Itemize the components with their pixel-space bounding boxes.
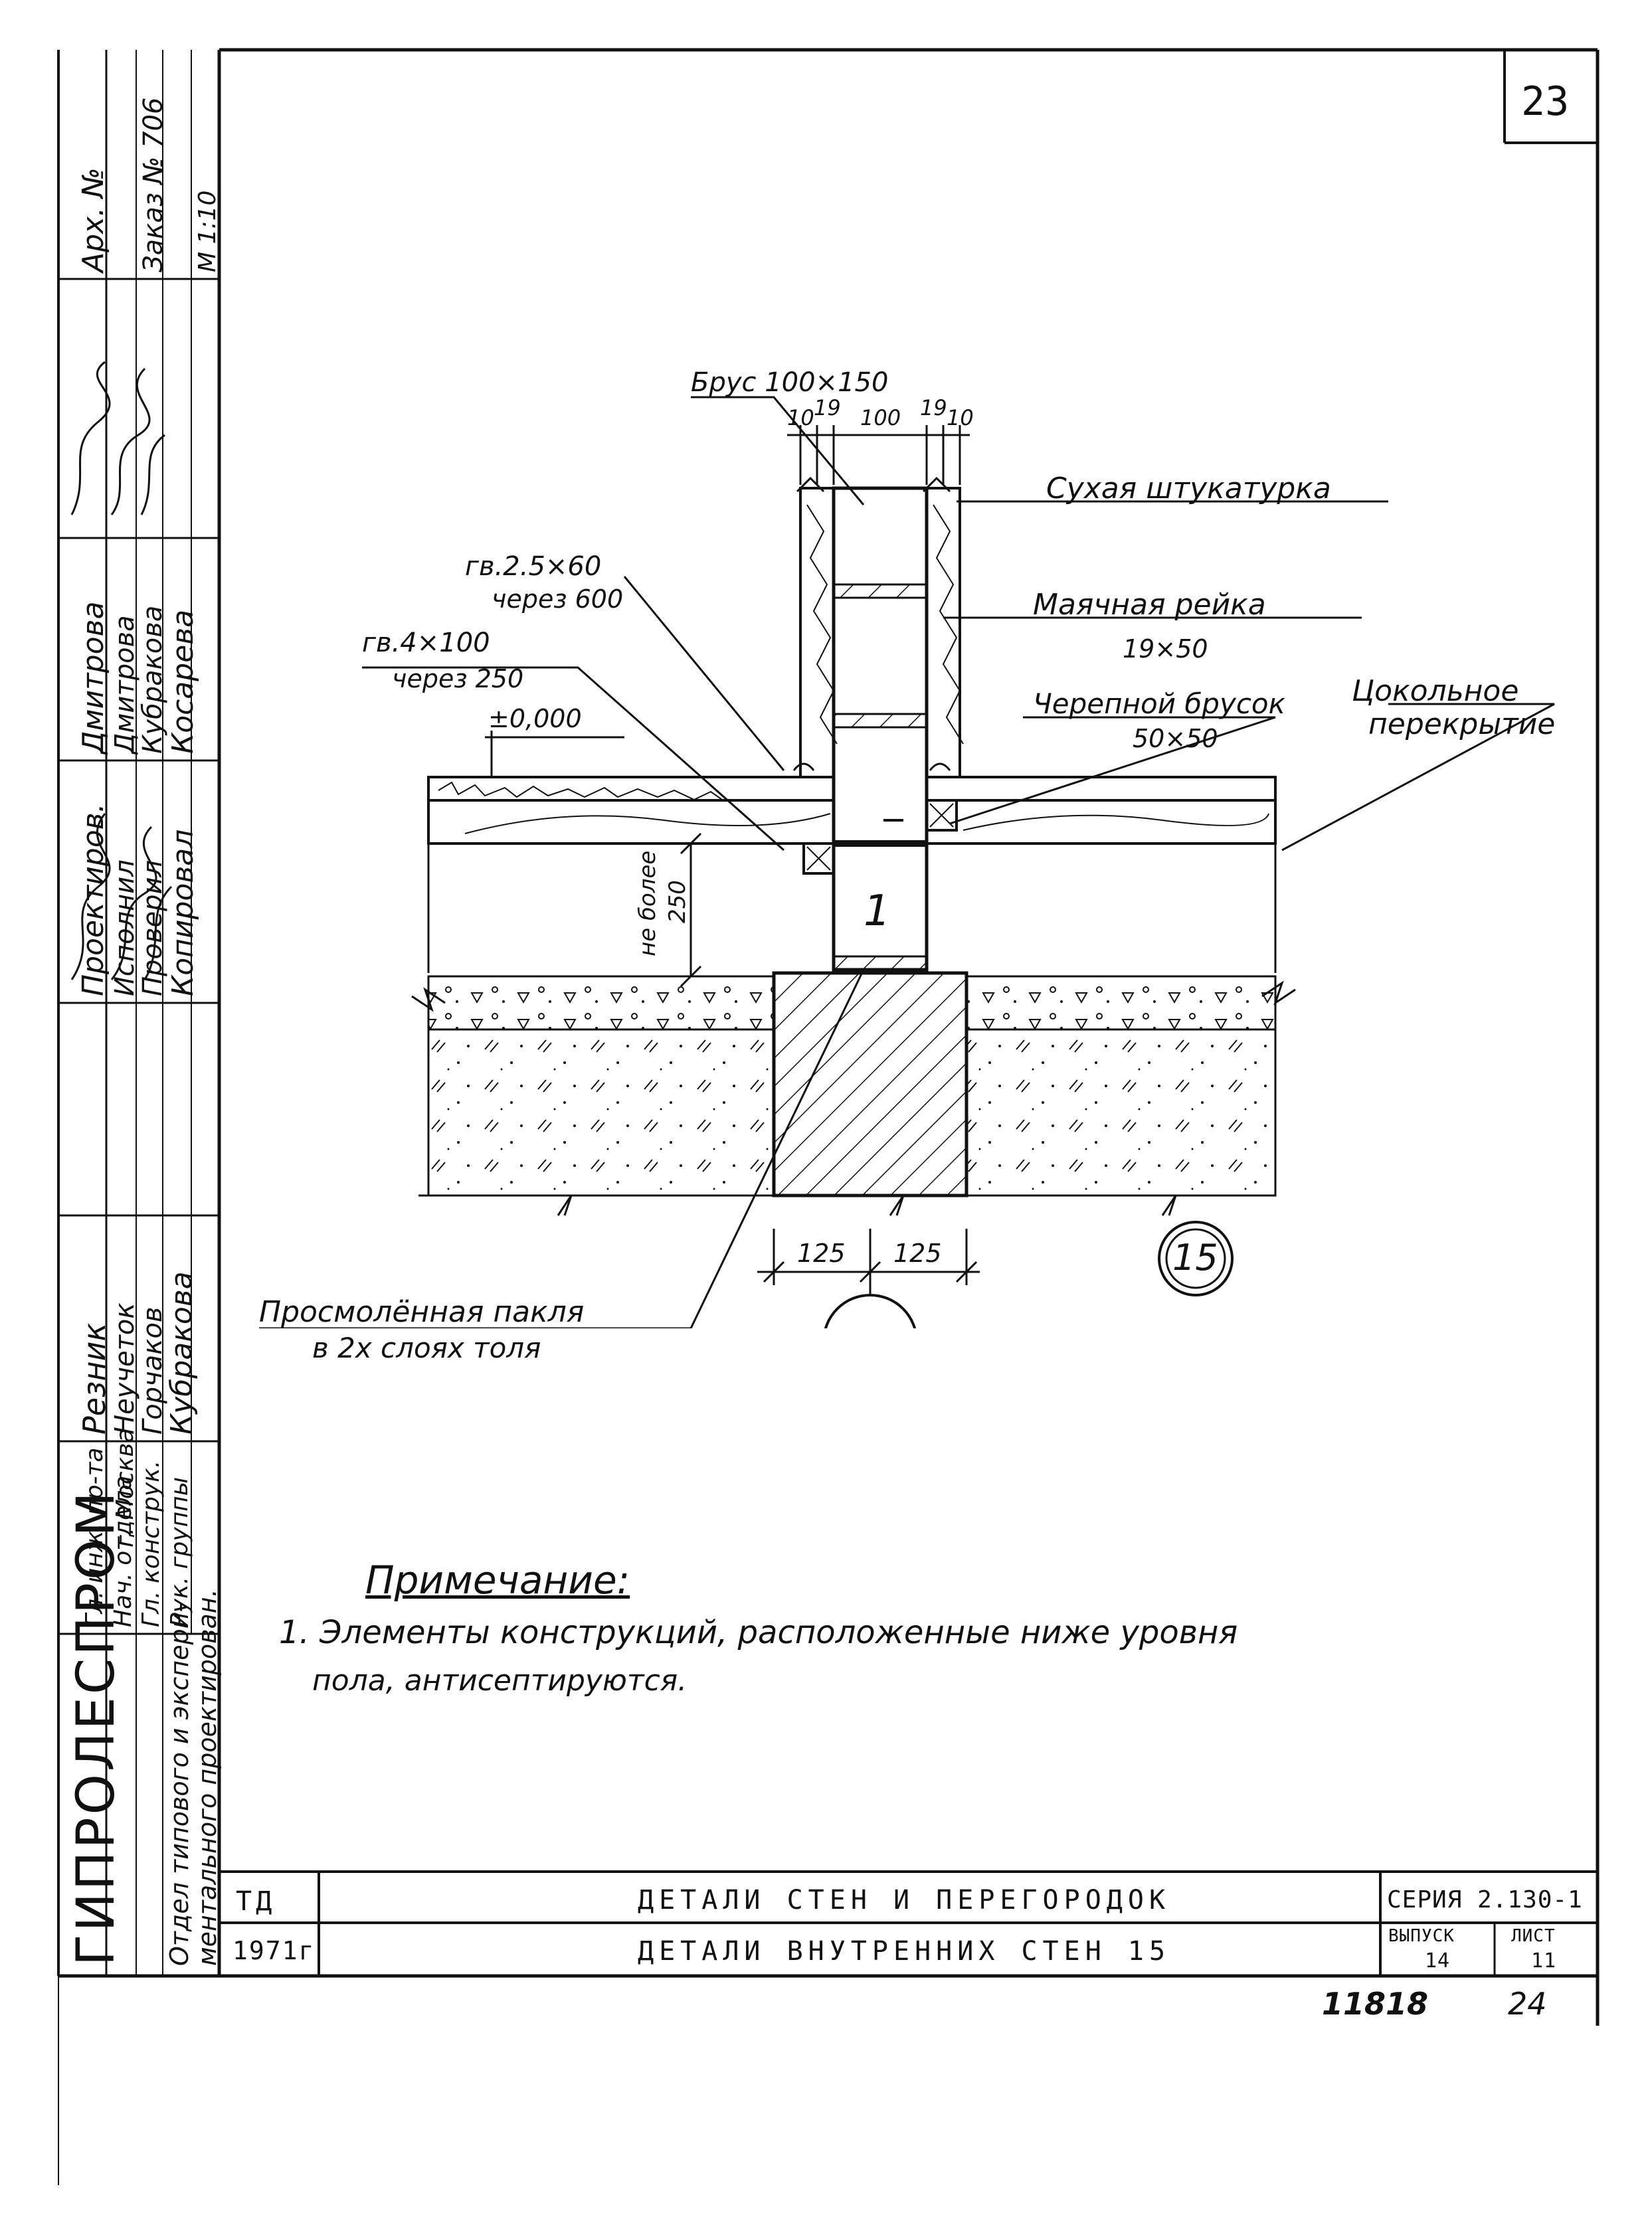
detail-number-circle — [1158, 1221, 1234, 1296]
plaster-right — [925, 487, 961, 778]
label-element-mark: 1 — [864, 887, 891, 936]
floor-board-right — [925, 776, 1277, 802]
label-nail1-step: через 600 — [492, 584, 624, 614]
label-dim-left: 125 — [797, 1239, 846, 1268]
gravel-layer-right — [965, 975, 1277, 1031]
gravel-layer-left — [427, 975, 775, 1031]
floor-joist-right — [925, 799, 1277, 845]
soil-layer-right — [965, 1028, 1277, 1197]
title-issue-label: ВЫПУСК — [1388, 1926, 1455, 1946]
label-plinth-floor-1: Цокольное — [1352, 674, 1519, 708]
floor-board-left — [427, 776, 835, 802]
title-series: СЕРИЯ 2.130-1 — [1387, 1886, 1583, 1913]
label-plinth-floor-2: перекрытие — [1368, 707, 1556, 741]
dim-top-5: 10 — [947, 405, 974, 430]
title-sheet-label: ЛИСТ — [1511, 1926, 1556, 1946]
skull-bar-right — [925, 799, 958, 832]
label-tow-2: в 2х слоях толя — [312, 1332, 541, 1364]
dim-top-1: 10 — [787, 405, 814, 430]
title-year: 1971г — [232, 1936, 316, 1965]
dim-top-2: 19 — [814, 395, 841, 420]
title-sheet-value: 11 — [1531, 1949, 1557, 1973]
label-nail2-step: через 250 — [392, 664, 524, 693]
label-dry-plaster: Сухая штукатурка — [1046, 472, 1331, 505]
label-max-depth-2: 250 — [664, 880, 691, 923]
label-dim-right: 125 — [893, 1239, 942, 1268]
label-beam: Брус 100×150 — [691, 367, 889, 398]
label-nail2-size: гв.4×100 — [362, 628, 490, 658]
construction-drawing — [259, 396, 1555, 1328]
note-line-1: 1. Элементы конструкций, расположенные н… — [279, 1614, 1238, 1651]
plaster-left — [799, 487, 835, 778]
note-title: Примечание: — [365, 1557, 630, 1603]
floor-joist-left — [427, 799, 835, 845]
label-level: ±0,000 — [488, 704, 582, 733]
label-tow-1: Просмолённая пакля — [259, 1295, 585, 1329]
signature-marks — [70, 361, 173, 980]
label-skull-bar: Черепной брусок — [1033, 687, 1285, 720]
footer-left-number: 11818 — [1322, 1986, 1429, 2022]
note-line-2: пола, антисептируются. — [312, 1664, 688, 1698]
label-guide-rail-size: 19×50 — [1123, 634, 1208, 664]
foundation-pillar — [772, 971, 968, 1198]
title-org: ТД — [236, 1886, 276, 1917]
label-detail-number: 15 — [1172, 1237, 1218, 1279]
label-guide-rail: Маячная рейка — [1033, 588, 1266, 622]
dim-top-4: 19 — [920, 395, 947, 420]
label-max-depth-1: не более — [634, 850, 661, 956]
axis-marker-circle — [824, 1294, 917, 1328]
dim-top-3: 100 — [860, 405, 901, 430]
footer-right-number: 24 — [1508, 1986, 1547, 2022]
soil-layer-left — [427, 1028, 775, 1197]
title-main: ДЕТАЛИ СТЕН И ПЕРЕГОРОДОК — [638, 1885, 1171, 1915]
skull-bar-left — [802, 842, 835, 875]
page-number: 23 — [1521, 78, 1570, 125]
label-nail1-size: гв.2.5×60 — [465, 551, 602, 582]
title-sub: ДЕТАЛИ ВНУТРЕННИХ СТЕН 15 — [638, 1936, 1171, 1967]
title-issue-value: 14 — [1425, 1949, 1451, 1973]
label-skull-bar-size: 50×50 — [1133, 724, 1218, 753]
